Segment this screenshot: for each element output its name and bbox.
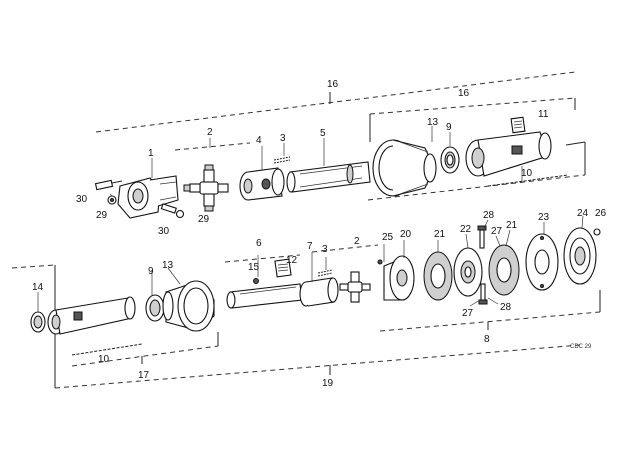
part-6-inner-tube [226, 283, 303, 309]
part-10-profile-tube [465, 131, 552, 177]
bracket-8 [379, 290, 601, 332]
callout-13-bottom: 13 [162, 260, 174, 271]
callout-22: 22 [460, 224, 472, 235]
callout-15: 15 [248, 262, 260, 273]
callout-28-bottom: 28 [500, 302, 512, 313]
callout-25: 25 [382, 232, 394, 243]
part-14-ring [30, 311, 46, 333]
part-30-bolt [94, 179, 123, 191]
callout-26: 26 [595, 208, 607, 219]
part-11-label-plate [510, 116, 526, 134]
callout-30-bottom: 30 [158, 226, 170, 237]
callout-17: 17 [138, 370, 150, 381]
callout-8: 8 [484, 334, 490, 345]
callout-5: 5 [320, 128, 326, 139]
callout-23: 23 [538, 212, 550, 223]
callout-7: 7 [307, 241, 313, 252]
callout-14: 14 [32, 282, 44, 293]
part-24-spring-plate [563, 227, 597, 285]
part-4-tube-yoke [239, 167, 285, 201]
callout-29-left: 29 [96, 210, 108, 221]
callout-16-overall: 16 [327, 79, 339, 90]
part-20-flange-yoke [377, 255, 415, 301]
bracket-10-top [367, 141, 586, 201]
part-30-bolt-lower [160, 203, 185, 219]
callout-30-left: 30 [76, 194, 88, 205]
part-26-nut [593, 228, 601, 236]
part-9-bearing-ring-bottom [145, 294, 165, 322]
callout-9-top: 9 [446, 122, 452, 133]
callout-21-right: 21 [506, 220, 518, 231]
part-28-bolt-top [477, 225, 487, 249]
callout-16-sub: 16 [458, 88, 470, 99]
part-29-nut [107, 195, 117, 205]
callout-29-right: 29 [198, 214, 210, 225]
part-2-cross-journal-mid [339, 271, 371, 303]
part-13-guard-cone [372, 139, 437, 197]
part-21-friction-disc-right [488, 244, 520, 296]
part-profile-tube-bottom [47, 296, 136, 335]
callout-6: 6 [256, 238, 262, 249]
callout-3-mid: 3 [322, 244, 328, 255]
callout-11: 11 [538, 109, 549, 120]
bracket-16-overall [95, 71, 576, 133]
callout-9-bottom: 9 [148, 266, 154, 277]
leader-lines [37, 126, 584, 312]
bracket-6 [224, 254, 301, 263]
part-23-pressure-plate [525, 233, 559, 291]
part-7-tube-yoke [299, 277, 339, 307]
part-5-tube [286, 161, 371, 193]
part-1-yoke [117, 175, 179, 219]
callout-28-top: 28 [483, 210, 495, 221]
bracket-2-mid [311, 244, 379, 253]
bracket-17 [71, 332, 219, 367]
callout-12: 12 [286, 255, 298, 266]
bracket-16-sub [369, 97, 576, 142]
callout-2-top: 2 [207, 127, 213, 138]
drawing-code: CDC 29 [570, 344, 592, 350]
callout-24: 24 [577, 208, 589, 219]
callout-2-mid: 2 [354, 236, 360, 247]
part-28-bolt-bottom [478, 283, 488, 305]
callout-4: 4 [256, 135, 262, 146]
part-15-grease-nipple [253, 278, 259, 284]
callout-3-top: 3 [280, 133, 286, 144]
part-hub-plate [453, 247, 483, 297]
callout-1: 1 [148, 148, 154, 159]
part-2-cross-journal [183, 164, 229, 212]
callout-13-top: 13 [427, 117, 439, 128]
callout-27-bottom: 27 [462, 308, 474, 319]
callout-10-bottom: 10 [98, 354, 110, 365]
callout-10-top: 10 [521, 168, 533, 179]
part-3-spring-pin [273, 156, 291, 164]
bracket-left-stub [11, 264, 56, 269]
callout-19: 19 [322, 378, 334, 389]
part-13-guard-cone-bottom [162, 280, 215, 332]
callout-27-top: 27 [491, 226, 503, 237]
callout-20: 20 [400, 229, 412, 240]
bracket-2-top [174, 142, 251, 151]
callout-labels: 16 16 11 13 9 10 2 4 3 5 1 30 29 30 29 6… [32, 79, 607, 389]
part-12-label [274, 258, 292, 278]
part-10-safety-chain-bottom [71, 343, 143, 356]
part-3-spring-pin-mid [317, 269, 333, 277]
part-9-bearing-ring [440, 146, 460, 174]
part-21-friction-disc [423, 251, 453, 301]
callout-21-left: 21 [434, 229, 446, 240]
